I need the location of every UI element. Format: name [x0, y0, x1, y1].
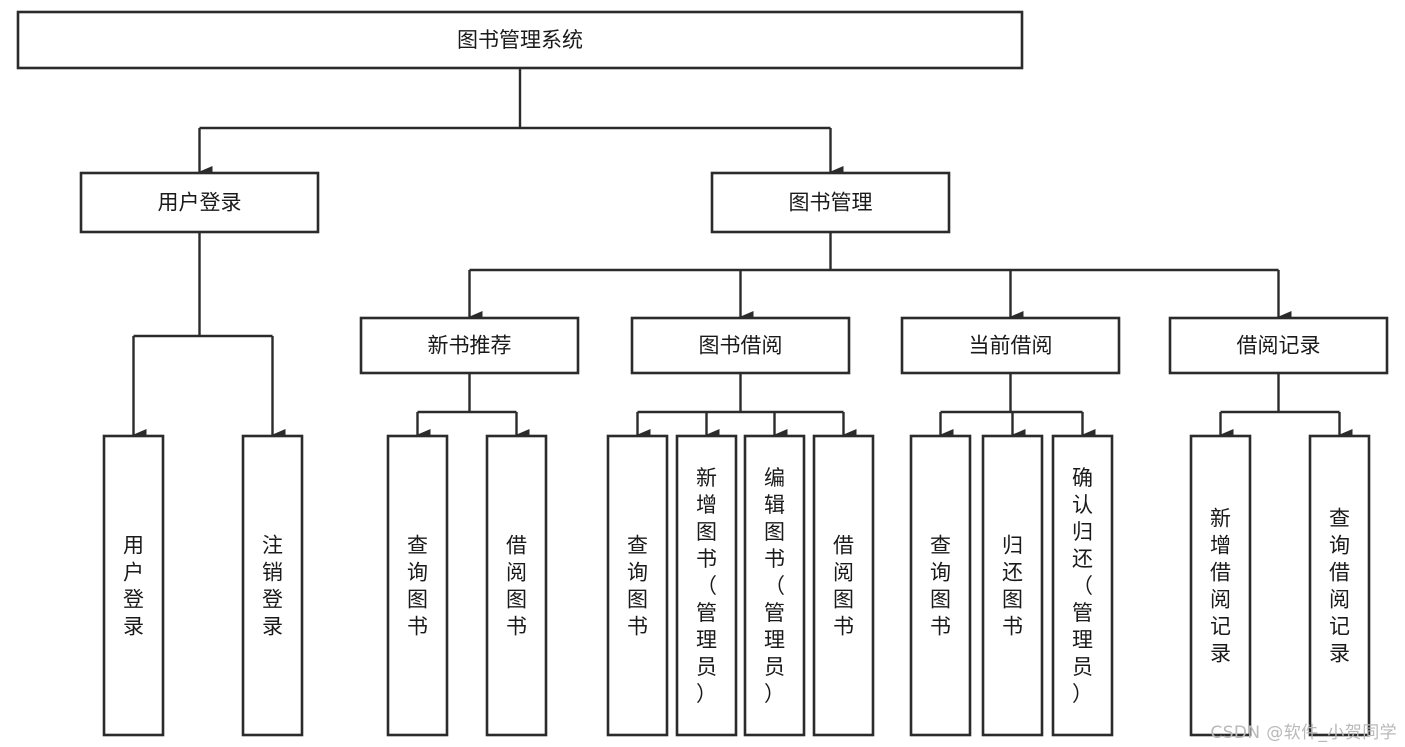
- node-label-user-login: 用户登录: [158, 191, 242, 215]
- node-borrow-lend-book[interactable]: 借阅图书: [812, 434, 875, 737]
- node-box-current-confirm-return[interactable]: [1051, 434, 1114, 737]
- node-layer: 图书管理系统用户登录用户登录注销登录图书管理新书推荐查询图书借阅图书图书借阅查询…: [16, 10, 1389, 737]
- node-current-confirm-return[interactable]: 确认归还（管理员）: [1051, 434, 1114, 737]
- node-box-record-query[interactable]: [1308, 434, 1371, 737]
- node-box-recommend-borrow-book[interactable]: [485, 434, 548, 737]
- node-box-book-borrow[interactable]: [630, 316, 851, 375]
- node-label-current-borrow: 当前借阅: [969, 334, 1053, 358]
- node-box-current-borrow[interactable]: [900, 316, 1121, 375]
- node-box-borrow-query-book[interactable]: [606, 434, 669, 737]
- node-label-user-logout: 注销登录: [262, 534, 283, 639]
- node-record-add[interactable]: 新增借阅记录: [1189, 434, 1252, 737]
- node-user-login-do[interactable]: 用户登录: [102, 434, 165, 737]
- node-borrow-query-book[interactable]: 查询图书: [606, 434, 669, 737]
- node-recommend-query-book[interactable]: 查询图书: [386, 434, 449, 737]
- node-label-recommend-borrow-book: 借阅图书: [506, 534, 527, 639]
- node-box-user-login[interactable]: [79, 171, 320, 234]
- node-label-borrow-add-book: 新增图书（管理员）: [696, 466, 717, 706]
- node-borrow-add-book[interactable]: 新增图书（管理员）: [675, 434, 738, 737]
- node-label-current-confirm-return: 确认归还（管理员）: [1072, 466, 1093, 706]
- node-label-current-query-book: 查询图书: [930, 534, 951, 639]
- node-box-borrow-add-book[interactable]: [675, 434, 738, 737]
- node-root[interactable]: 图书管理系统: [16, 10, 1024, 70]
- node-box-borrow-edit-book[interactable]: [743, 434, 806, 737]
- node-borrow-record[interactable]: 借阅记录: [1168, 316, 1389, 375]
- node-label-borrow-record: 借阅记录: [1237, 334, 1321, 358]
- node-book-borrow[interactable]: 图书借阅: [630, 316, 851, 375]
- node-box-record-add[interactable]: [1189, 434, 1252, 737]
- node-label-book-management: 图书管理: [789, 191, 873, 215]
- node-user-logout[interactable]: 注销登录: [241, 434, 304, 737]
- node-label-record-add: 新增借阅记录: [1210, 507, 1231, 666]
- node-record-query[interactable]: 查询借阅记录: [1308, 434, 1371, 737]
- node-borrow-edit-book[interactable]: 编辑图书（管理员）: [743, 434, 806, 737]
- watermark-label: CSDN @软件_小贺同学: [1210, 723, 1397, 743]
- node-box-recommend-query-book[interactable]: [386, 434, 449, 737]
- node-current-query-book[interactable]: 查询图书: [909, 434, 972, 737]
- node-box-current-return-book[interactable]: [981, 434, 1044, 737]
- node-label-user-login-do: 用户登录: [123, 534, 144, 639]
- node-book-management[interactable]: 图书管理: [710, 171, 951, 234]
- node-user-login[interactable]: 用户登录: [79, 171, 320, 234]
- node-recommend-borrow-book[interactable]: 借阅图书: [485, 434, 548, 737]
- node-label-borrow-query-book: 查询图书: [627, 534, 648, 639]
- node-label-current-return-book: 归还图书: [1002, 534, 1023, 639]
- node-label-record-query: 查询借阅记录: [1329, 507, 1350, 666]
- node-current-return-book[interactable]: 归还图书: [981, 434, 1044, 737]
- node-box-borrow-lend-book[interactable]: [812, 434, 875, 737]
- connector-layer: [132, 68, 1353, 441]
- node-label-borrow-edit-book: 编辑图书（管理员）: [764, 466, 785, 706]
- node-box-book-management[interactable]: [710, 171, 951, 234]
- node-box-user-logout[interactable]: [241, 434, 304, 737]
- node-box-current-query-book[interactable]: [909, 434, 972, 737]
- node-label-recommend-query-book: 查询图书: [407, 534, 428, 639]
- node-label-root: 图书管理系统: [457, 28, 583, 52]
- node-label-new-book-recommend: 新书推荐: [428, 334, 512, 358]
- node-label-book-borrow: 图书借阅: [699, 334, 783, 358]
- node-box-root[interactable]: [16, 10, 1024, 70]
- node-current-borrow[interactable]: 当前借阅: [900, 316, 1121, 375]
- node-box-borrow-record[interactable]: [1168, 316, 1389, 375]
- node-box-new-book-recommend[interactable]: [359, 316, 580, 375]
- node-box-user-login-do[interactable]: [102, 434, 165, 737]
- node-new-book-recommend[interactable]: 新书推荐: [359, 316, 580, 375]
- node-label-borrow-lend-book: 借阅图书: [833, 534, 854, 639]
